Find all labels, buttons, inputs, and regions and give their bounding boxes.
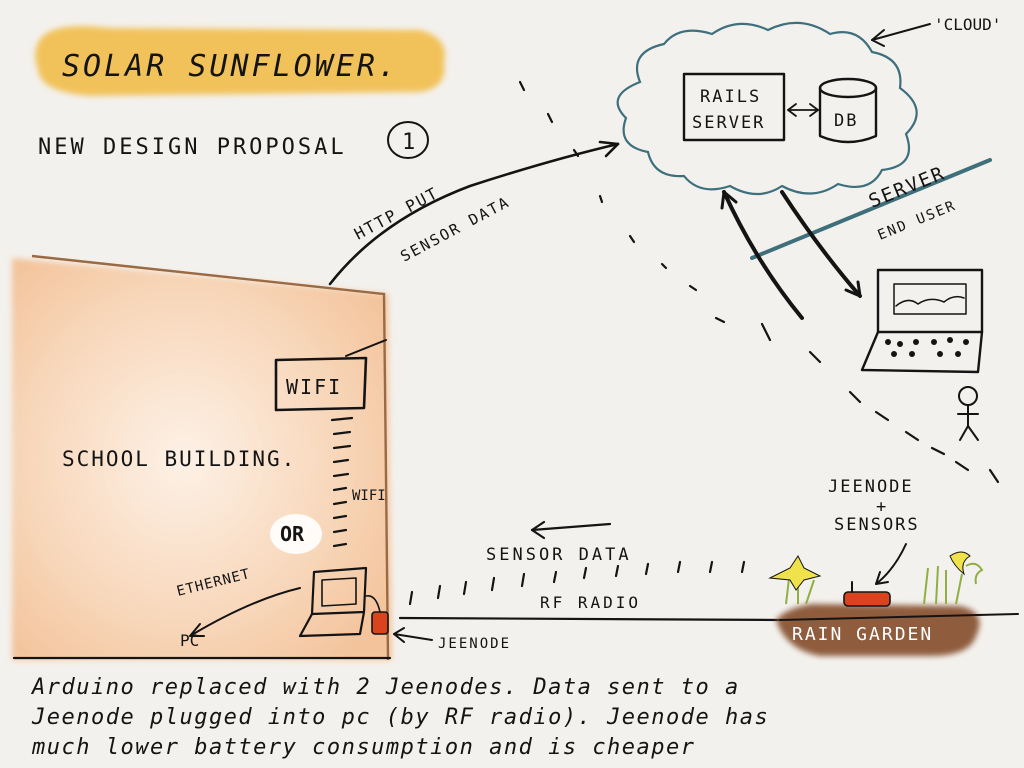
- rails-db-link-arrows: [787, 103, 819, 117]
- cloud-label-arrowhead: [871, 29, 885, 47]
- cloud-label-arrow: [871, 23, 931, 41]
- flowers-left: [768, 555, 822, 605]
- wifi-antenna: [345, 339, 387, 357]
- pc-jeenode: [371, 611, 389, 635]
- rf-radio-label: RF RADIO: [540, 593, 641, 612]
- pc-jeenode-cable: [365, 595, 381, 613]
- arrow-cloud-to-user: [780, 190, 862, 298]
- jeenode-sensors-arrow-head: [875, 571, 889, 585]
- sensor-data-arrow: [530, 522, 612, 532]
- signal-dashes: [518, 80, 1000, 484]
- arrow-cloud-to-user-head: [844, 280, 862, 298]
- rain-garden-ground: [779, 613, 1019, 621]
- note-line-1: Arduino replaced with 2 Jeenodes. Data s…: [30, 675, 740, 700]
- wifi-box-label: WIFI: [286, 375, 342, 399]
- jeenode-arrow-label: JEENODE: [438, 636, 511, 652]
- school-building-edge: [31, 254, 390, 661]
- note-line-2: Jeenode plugged into pc (by RF radio). J…: [31, 705, 769, 730]
- db-cylinder-top: [818, 77, 878, 99]
- title-highlight: [35, 26, 445, 96]
- rf-dashes: [408, 560, 746, 606]
- jeenode-arrow: [393, 633, 433, 641]
- cloud-outline: [616, 21, 918, 196]
- arrow-user-to-cloud: [722, 190, 804, 320]
- wifi-box: [274, 356, 368, 412]
- laptop-chart: [893, 283, 967, 315]
- laptop-keys: [885, 337, 969, 357]
- note-line-3: much lower battery consumption and is ch…: [31, 735, 696, 760]
- subtitle: NEW DESIGN PROPOSAL: [38, 135, 347, 160]
- arrow-user-to-cloud-head: [720, 190, 738, 210]
- pc-screen-inner: [321, 577, 357, 607]
- db-label: DB: [834, 111, 858, 131]
- ethernet-arrow: [189, 587, 301, 637]
- title: SOLAR SUNFLOWER.: [62, 49, 399, 84]
- or-label: OR: [280, 522, 305, 546]
- subtitle-number: 1: [402, 130, 415, 155]
- laptop-screen: [876, 268, 984, 334]
- pc-label: PC: [180, 631, 199, 650]
- flowers-right: [923, 551, 984, 605]
- http-put-arrow-head: [598, 140, 620, 158]
- rain-garden-label: RAIN GARDEN: [792, 624, 933, 645]
- ethernet-arrow-head: [189, 623, 205, 637]
- http-put-arrow: [328, 142, 620, 286]
- ground-line: [12, 616, 782, 660]
- server-divider-line: [750, 158, 992, 260]
- sensor-data-label: SENSOR DATA: [486, 545, 632, 565]
- sensor-data-arrow-head: [530, 520, 546, 540]
- wifi-small-label: WIFI: [352, 488, 386, 504]
- subtitle-number-circle: [387, 121, 429, 159]
- laptop-base: [860, 330, 984, 374]
- db-cylinder: [818, 86, 878, 144]
- rails-server-line2: SERVER: [692, 113, 765, 133]
- rails-server-box: [682, 72, 786, 142]
- school-building-label: SCHOOL BUILDING.: [62, 447, 296, 471]
- rails-server-line1: RAILS: [700, 87, 761, 107]
- jeenode-sensors-arrow: [875, 543, 907, 585]
- jeenode-arrow-head: [393, 627, 405, 643]
- wifi-dashes: [330, 416, 354, 548]
- end-user-figure: [957, 386, 979, 441]
- garden-jeenode: [843, 591, 891, 607]
- cloud-label: 'CLOUD': [934, 15, 1001, 34]
- jeenode-sensors-line1: JEENODE: [828, 477, 914, 497]
- jeenode-sensors-line3: SENSORS: [834, 515, 920, 535]
- pc-base: [298, 610, 366, 638]
- or-bubble: [270, 514, 322, 554]
- jeenode-sensors-line2: +: [876, 497, 886, 517]
